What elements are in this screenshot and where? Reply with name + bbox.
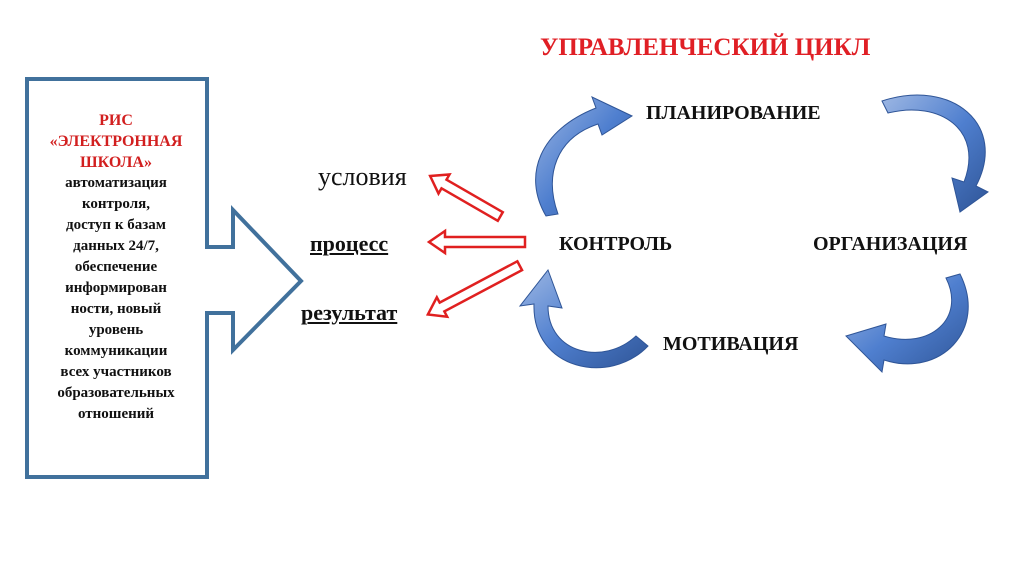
box-line: контроля, [81, 196, 151, 212]
label-result: результат [301, 300, 398, 325]
red-arrow-to-conditions [428, 173, 505, 223]
box-line: образовательных [57, 385, 175, 401]
label-organization: ОРГАНИЗАЦИЯ [813, 233, 968, 255]
box-line: данных 24/7, [73, 238, 159, 254]
box-heading-line1: РИС [99, 112, 133, 129]
diagram-title: УПРАВЛЕНЧЕСКИЙ ЦИКЛ [540, 34, 871, 61]
label-process: процесс [310, 231, 389, 256]
cycle-arrow-organization-to-motivation [845, 273, 969, 374]
box-line: информирован [65, 280, 167, 296]
cycle-arrow-planning-to-organization [881, 94, 989, 213]
red-arrow-to-result [425, 259, 524, 319]
label-planning: ПЛАНИРОВАНИЕ [646, 102, 821, 124]
box-line: всех участников [60, 364, 172, 380]
box-line: автоматизация [65, 175, 167, 191]
label-motivation: МОТИВАЦИЯ [663, 333, 799, 355]
box-heading-line3: ШКОЛА» [80, 154, 152, 171]
box-line: обеспечение [74, 259, 158, 275]
box-line: отношений [77, 406, 155, 422]
label-conditions: условия [318, 162, 407, 191]
callout-box-arrow [25, 77, 304, 479]
box-line: уровень [88, 322, 144, 338]
red-arrow-to-process [426, 228, 527, 256]
box-line: коммуникации [64, 343, 168, 359]
cycle-arrow-motivation-to-control [518, 268, 649, 369]
box-heading-line2: «ЭЛЕКТРОННАЯ [49, 133, 183, 150]
label-control: КОНТРОЛЬ [559, 233, 673, 255]
cycle-arrow-control-to-planning [535, 96, 634, 217]
box-line: доступ к базам [66, 217, 166, 233]
callout-box-text: РИС «ЭЛЕКТРОННАЯ ШКОЛА» автоматизация ко… [30, 110, 202, 425]
box-line: ности, новый [70, 301, 162, 317]
